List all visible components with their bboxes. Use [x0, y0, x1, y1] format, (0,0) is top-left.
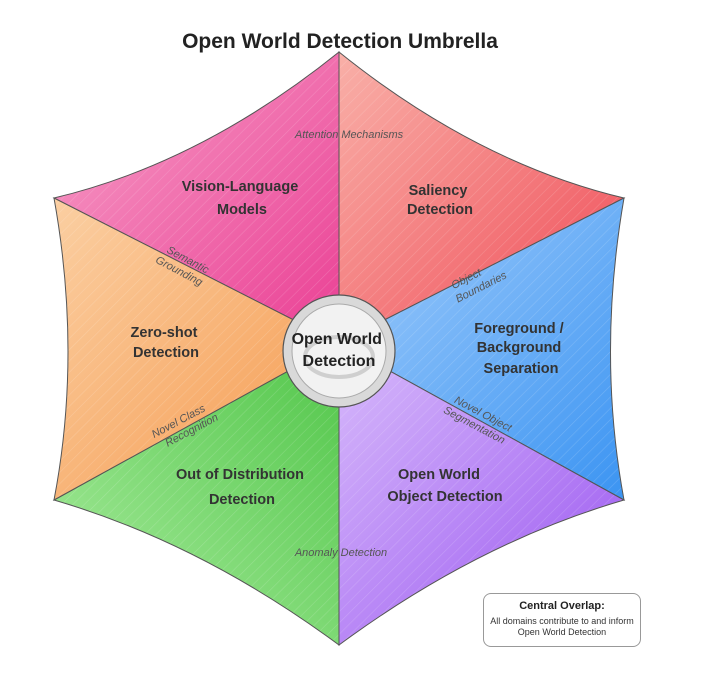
- segment-label: Foreground / Background Separation: [474, 321, 567, 377]
- segment-label: Zero-shot Detection: [131, 325, 202, 361]
- segment-zero-shot-detection: Zero-shot Detection: [53, 197, 341, 501]
- segment-saliency-detection: Saliency Detection: [338, 50, 626, 344]
- edge-label-anomaly-detection: Anomaly Detection: [294, 547, 387, 559]
- segment-label: Vision-Language Models: [182, 179, 303, 218]
- segment-vision-language-models: Vision-Language Models: [52, 50, 340, 344]
- central-overlap-note: Central Overlap: All domains contribute …: [483, 593, 641, 647]
- segment-label: Out of Distribution Detection: [176, 467, 308, 508]
- segment-label: Saliency Detection: [407, 183, 473, 218]
- segment-foreground-background-separation: Foreground / Background Separation: [337, 197, 625, 501]
- center-label: Open World Detection: [292, 331, 387, 370]
- segment-open-world-object-detection: Open World Object Detection: [338, 342, 626, 646]
- edge-label-attention-mechanisms: Attention Mechanisms: [294, 129, 404, 141]
- diagram-title: Open World Detection Umbrella: [182, 30, 498, 53]
- note-title: Central Overlap:: [519, 600, 605, 612]
- note-body: All domains contribute to and inform Ope…: [490, 616, 634, 637]
- segment-out-of-distribution-detection: Out of Distribution Detection: [52, 342, 340, 646]
- center-overlap-circle: Open World Detection: [282, 294, 396, 408]
- segment-label: Open World Object Detection: [387, 467, 502, 505]
